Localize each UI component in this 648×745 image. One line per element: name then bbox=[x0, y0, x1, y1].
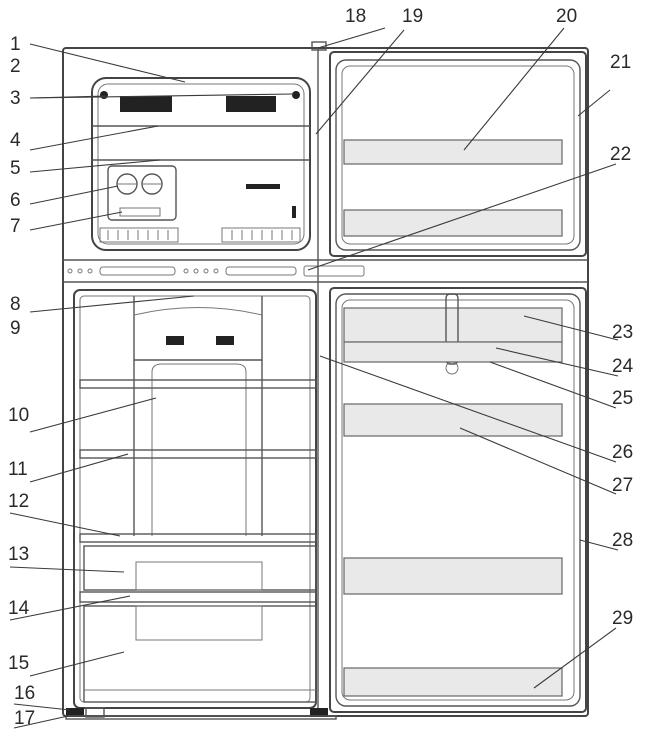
callout-5: 5 bbox=[10, 158, 21, 179]
fridge-door bbox=[329, 287, 587, 713]
callout-23: 23 bbox=[612, 322, 633, 343]
callout-27: 27 bbox=[612, 475, 633, 496]
callout-6: 6 bbox=[10, 190, 21, 211]
callout-19: 19 bbox=[402, 6, 423, 27]
callout-10: 10 bbox=[8, 405, 29, 426]
callout-13: 13 bbox=[8, 544, 29, 565]
callout-18: 18 bbox=[345, 6, 366, 27]
fridge-compartment bbox=[73, 289, 317, 709]
freezer-door bbox=[329, 51, 587, 257]
freezer-vents bbox=[99, 227, 301, 243]
callout-labels: 1 2 3 4 5 6 7 8 9 10 11 12 13 14 15 16 1… bbox=[8, 6, 634, 729]
callout-24: 24 bbox=[612, 356, 634, 377]
callout-8: 8 bbox=[10, 294, 21, 315]
callout-26: 26 bbox=[612, 442, 633, 463]
callout-21: 21 bbox=[610, 52, 631, 73]
callout-12: 12 bbox=[8, 491, 29, 512]
feet bbox=[65, 707, 337, 720]
callout-16: 16 bbox=[14, 683, 35, 704]
callout-4: 4 bbox=[10, 130, 21, 151]
callout-22: 22 bbox=[610, 144, 631, 165]
callout-15: 15 bbox=[8, 653, 29, 674]
callout-1: 1 bbox=[10, 34, 21, 55]
callout-11: 11 bbox=[8, 459, 28, 480]
callout-9: 9 bbox=[10, 318, 21, 339]
callout-2: 2 bbox=[10, 56, 21, 77]
callout-29: 29 bbox=[612, 608, 633, 629]
callout-20: 20 bbox=[556, 6, 577, 27]
callout-28: 28 bbox=[612, 530, 633, 551]
freezer-compartment bbox=[91, 77, 311, 251]
callout-3: 3 bbox=[10, 88, 21, 109]
callout-25: 25 bbox=[612, 388, 633, 409]
callout-14: 14 bbox=[8, 598, 30, 619]
control-strip bbox=[67, 265, 365, 277]
callout-17: 17 bbox=[14, 708, 35, 729]
leader-lines bbox=[9, 27, 619, 729]
callout-7: 7 bbox=[10, 216, 21, 237]
